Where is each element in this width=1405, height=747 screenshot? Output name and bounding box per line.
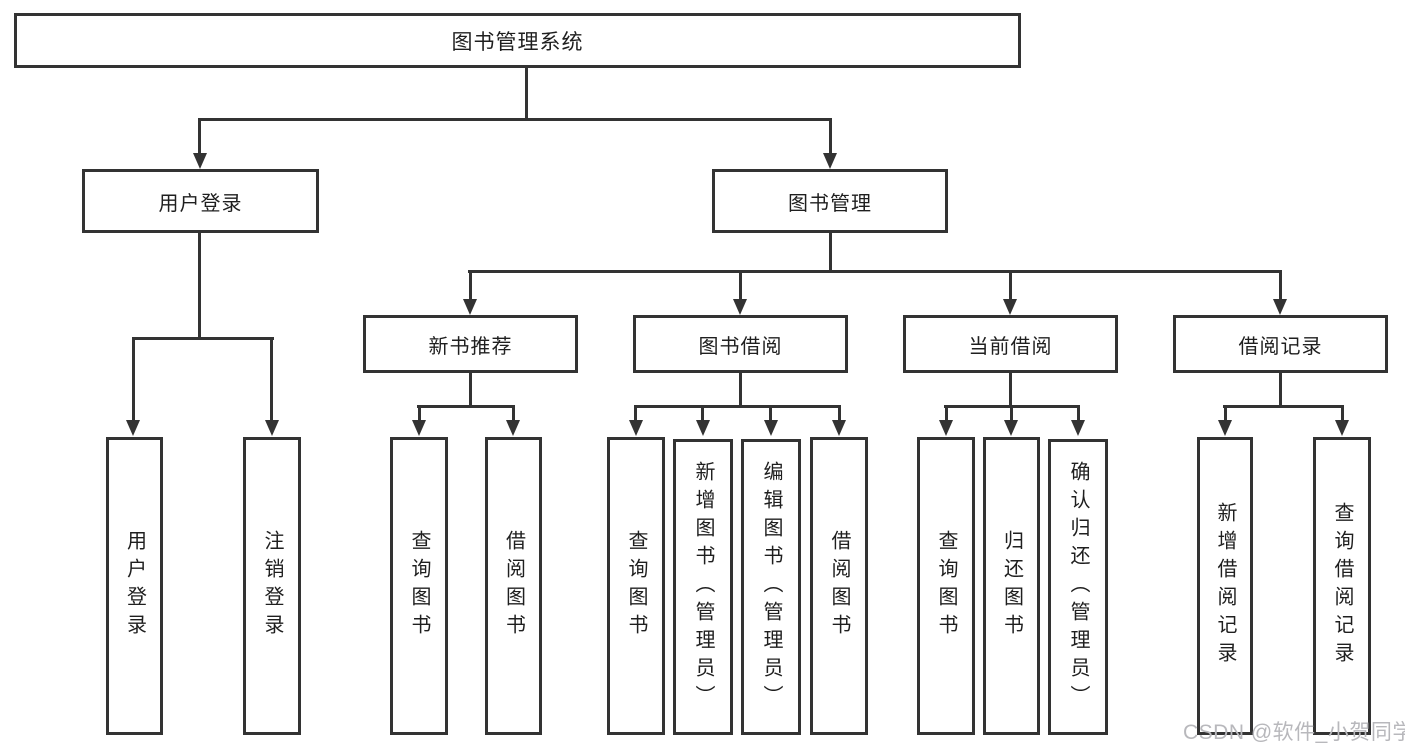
node-confirm-return-admin: 确认归还（管理员） <box>1048 439 1108 735</box>
connector-arrowhead <box>193 153 207 169</box>
node-borrow-books-newbook: 借阅图书 <box>485 437 542 735</box>
node-query-books-newbook: 查询图书 <box>390 437 448 735</box>
node-user-login: 用户登录 <box>82 169 319 233</box>
connector-line <box>1341 405 1344 421</box>
connector-line <box>132 337 135 421</box>
connector-line <box>769 405 772 421</box>
connector-arrowhead <box>823 153 837 169</box>
connector-line <box>1009 373 1012 408</box>
node-current-borrowing: 当前借阅 <box>903 315 1118 373</box>
connector-line <box>198 118 201 155</box>
node-borrow-records: 借阅记录 <box>1173 315 1388 373</box>
connector-arrowhead <box>1218 420 1232 436</box>
connector-line <box>701 405 704 421</box>
connector-arrowhead <box>1004 420 1018 436</box>
node-add-book-admin: 新增图书（管理员） <box>673 439 733 735</box>
connector-line <box>1010 405 1013 421</box>
connector-line <box>469 373 472 408</box>
connector-line <box>829 233 832 273</box>
connector-line <box>945 405 948 421</box>
connector-arrowhead <box>939 420 953 436</box>
connector-line <box>198 118 832 121</box>
connector-line <box>270 337 273 421</box>
connector-arrowhead <box>1003 299 1017 315</box>
connector-arrowhead <box>696 420 710 436</box>
connector-arrowhead <box>126 420 140 436</box>
node-borrow-books-borrow: 借阅图书 <box>810 437 868 735</box>
connector-line <box>634 405 637 421</box>
connector-line <box>838 405 841 421</box>
connector-line <box>739 373 742 408</box>
csdn-watermark: CSDN @软件_小贺同学 <box>1183 721 1405 744</box>
connector-arrowhead <box>832 420 846 436</box>
connector-line <box>417 405 515 408</box>
node-return-books: 归还图书 <box>983 437 1040 735</box>
connector-arrowhead <box>463 299 477 315</box>
connector-line <box>739 270 742 300</box>
connector-arrowhead <box>265 420 279 436</box>
connector-arrowhead <box>733 299 747 315</box>
connector-line <box>829 118 832 155</box>
node-query-books-borrow: 查询图书 <box>607 437 665 735</box>
connector-arrowhead <box>1071 420 1085 436</box>
node-book-management: 图书管理 <box>712 169 948 233</box>
connector-line <box>1077 405 1080 421</box>
connector-line <box>1223 405 1344 408</box>
connector-line <box>512 405 515 421</box>
connector-arrowhead <box>1273 299 1287 315</box>
node-library-management-system: 图书管理系统 <box>14 13 1021 68</box>
connector-line <box>1009 270 1012 300</box>
connector-arrowhead <box>506 420 520 436</box>
connector-line <box>1279 270 1282 300</box>
connector-line <box>468 270 1282 273</box>
connector-line <box>198 233 201 340</box>
connector-arrowhead <box>1335 420 1349 436</box>
connector-arrowhead <box>412 420 426 436</box>
connector-line <box>1279 373 1282 408</box>
connector-line <box>525 68 528 121</box>
connector-line <box>634 405 841 408</box>
node-add-borrow-record: 新增借阅记录 <box>1197 437 1253 735</box>
connector-line <box>469 270 472 300</box>
connector-arrowhead <box>764 420 778 436</box>
connector-line <box>418 405 421 421</box>
node-user-login-leaf: 用户登录 <box>106 437 163 735</box>
node-query-borrow-record: 查询借阅记录 <box>1313 437 1371 735</box>
node-new-book-recommend: 新书推荐 <box>363 315 578 373</box>
connector-line <box>132 337 274 340</box>
node-query-books-current: 查询图书 <box>917 437 975 735</box>
connector-arrowhead <box>629 420 643 436</box>
node-edit-book-admin: 编辑图书（管理员） <box>741 439 801 735</box>
connector-line <box>1224 405 1227 421</box>
node-book-borrowing: 图书借阅 <box>633 315 848 373</box>
node-logout: 注销登录 <box>243 437 301 735</box>
